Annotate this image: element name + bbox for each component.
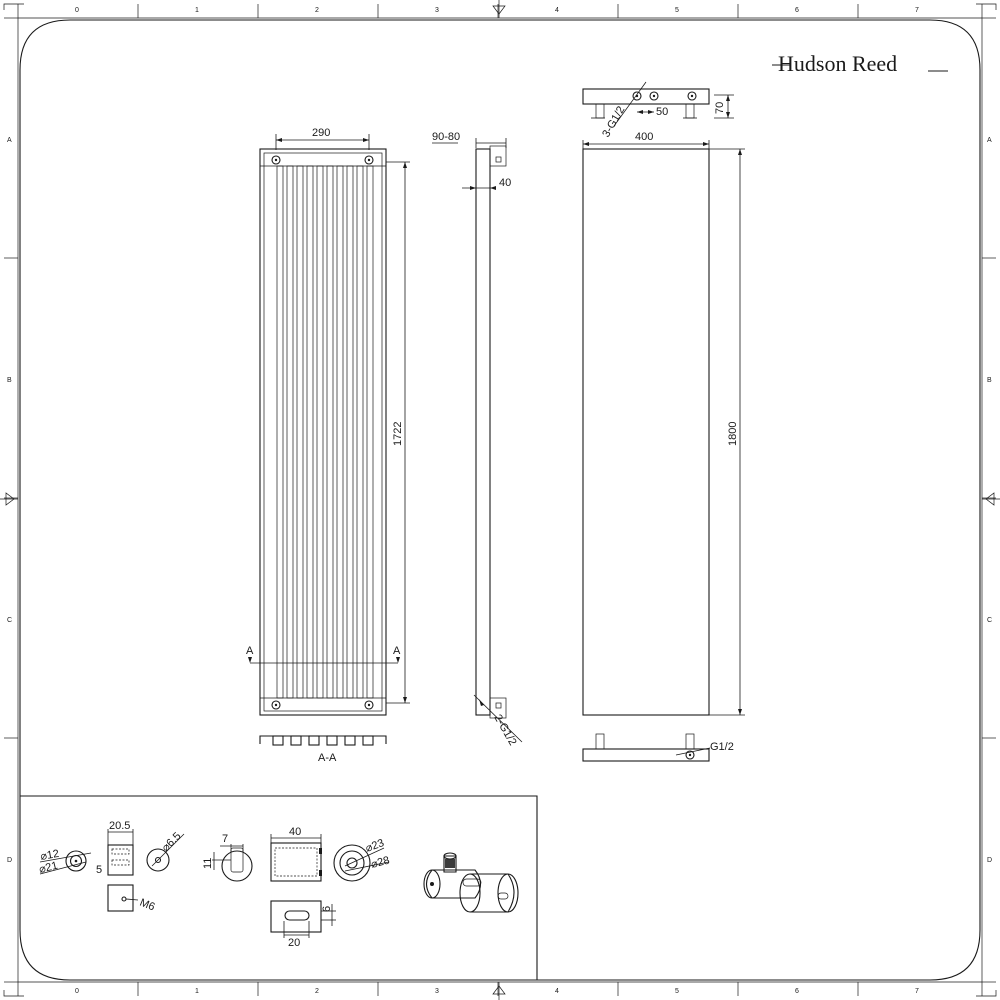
brand-name: Hudson Reed <box>778 51 897 76</box>
col-label-6-bottom: 6 <box>795 988 799 995</box>
detail-panel: ⌀12 ⌀21 20.5 5 M6 ⌀6.5 <box>20 795 538 980</box>
section-marker-right: A <box>393 645 401 657</box>
col-label-1: 1 <box>195 7 199 14</box>
radiator-tube <box>356 165 364 699</box>
col-label-7: 7 <box>915 7 919 14</box>
radiator-tube <box>336 165 344 699</box>
col-label-7-bottom: 7 <box>915 988 919 995</box>
ring-detail: ⌀12 ⌀21 <box>38 848 92 876</box>
detail-w40: 40 <box>289 826 301 838</box>
col-label-0: 0 <box>75 7 79 14</box>
detail-w20-5: 20.5 <box>109 820 130 832</box>
inner-border <box>19 19 981 981</box>
detail-w7: 7 <box>222 833 228 845</box>
cap-detail: 7 11 <box>202 833 253 882</box>
front-height-label: 1722 <box>392 422 404 446</box>
detail-d28: ⌀28 <box>370 854 391 870</box>
detail-m6: M6 <box>138 897 157 914</box>
col-label-6: 6 <box>795 7 799 14</box>
center-mark-bottom <box>492 982 506 1000</box>
bracket-detail: 20.5 5 M6 <box>96 820 157 914</box>
radiator-tube <box>366 165 374 699</box>
col-label-4-bottom: 4 <box>555 988 559 995</box>
row-label-a-right: A <box>987 137 992 144</box>
knob-detail: ⌀23 ⌀28 <box>333 837 391 882</box>
col-label-1-bottom: 1 <box>195 988 199 995</box>
col-label-0-bottom: 0 <box>75 988 79 995</box>
housing-detail: 40 <box>270 826 322 882</box>
row-label-d: D <box>7 857 12 864</box>
rear-width-label: 400 <box>635 131 653 143</box>
valve-isometric <box>423 852 519 913</box>
col-label-3: 3 <box>435 7 439 14</box>
rear-spacing-label: 50 <box>656 106 668 118</box>
row-label-c: C <box>7 617 12 624</box>
side-wall-label: 40 <box>499 177 511 189</box>
col-label-2: 2 <box>315 7 319 14</box>
radiator-tube <box>286 165 294 699</box>
radiator-tube <box>296 165 304 699</box>
detail-d21: ⌀21 <box>38 860 59 876</box>
radiator-tube <box>306 165 314 699</box>
row-label-d-right: D <box>987 857 992 864</box>
brand-logo: Hudson Reed <box>772 51 948 76</box>
col-label-3-bottom: 3 <box>435 988 439 995</box>
col-label-5-bottom: 5 <box>675 988 679 995</box>
center-mark-right <box>982 492 1000 506</box>
front-width-label: 290 <box>312 127 330 139</box>
row-label-c-right: C <box>987 617 992 624</box>
detail-h6: 6 <box>321 906 333 912</box>
row-label-b-right: B <box>987 377 992 384</box>
detail-d12: ⌀12 <box>39 848 60 863</box>
grid-labels: 0 1 2 3 4 5 6 7 0 1 2 3 4 5 6 7 A B C D … <box>7 7 992 995</box>
col-label-2-bottom: 2 <box>315 988 319 995</box>
rear-bottom-connection-label: G1/2 <box>710 741 734 753</box>
rear-offset-label: 70 <box>714 102 726 114</box>
col-label-4: 4 <box>555 7 559 14</box>
section-aa-label: A-A <box>318 752 337 764</box>
rear-height-label: 1800 <box>727 422 739 446</box>
center-mark-left <box>0 492 18 506</box>
radiator-tube <box>316 165 324 699</box>
radiator-tube <box>346 165 354 699</box>
side-depth-label: 90-80 <box>432 131 460 143</box>
radiator-tube <box>276 165 284 699</box>
detail-h5: 5 <box>96 864 102 876</box>
slot-plate-detail: 6 20 <box>270 900 336 949</box>
col-label-5: 5 <box>675 7 679 14</box>
detail-w20: 20 <box>288 937 300 949</box>
radiator-tube <box>326 165 334 699</box>
row-label-a: A <box>7 137 12 144</box>
front-view: 290 1722 A A A-A <box>246 127 410 764</box>
rear-view: 3-G1/2 50 70 400 1800 G1/2 <box>582 81 745 762</box>
detail-h11: 11 <box>202 858 214 869</box>
section-marker-left: A <box>246 645 254 657</box>
center-mark-top <box>492 0 506 18</box>
row-label-b: B <box>7 377 12 384</box>
